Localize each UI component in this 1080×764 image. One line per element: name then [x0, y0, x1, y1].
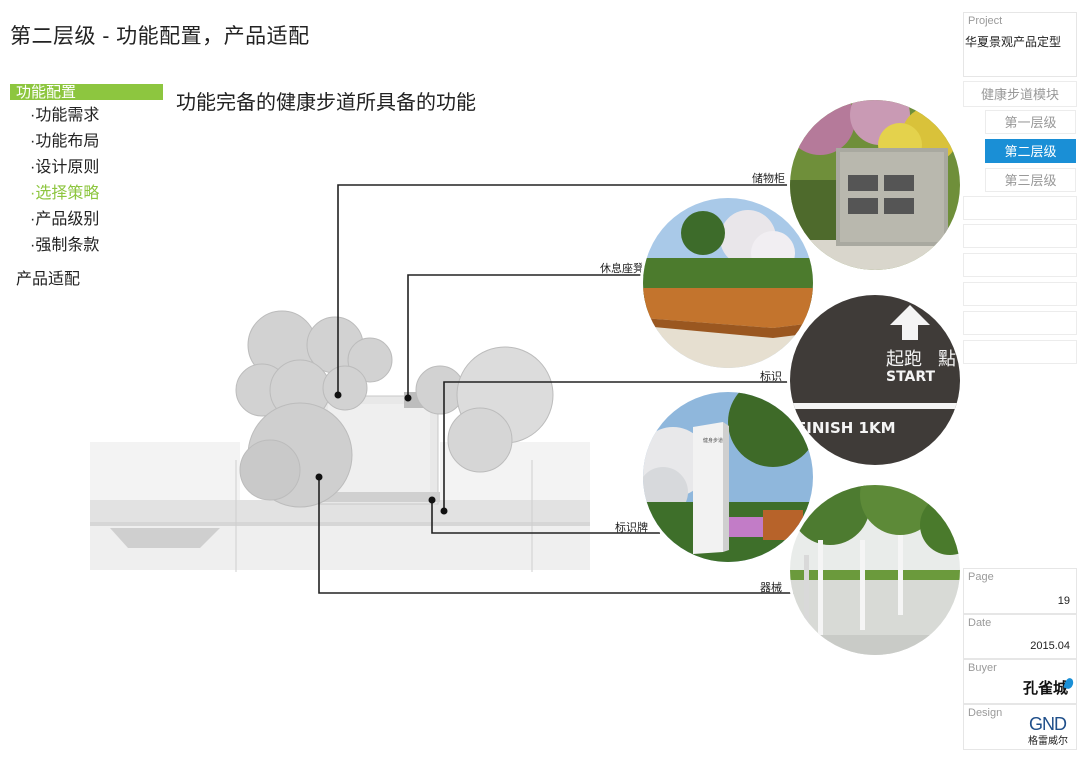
- photo-ground-marker: 起跑 點 START FINISH 1KM: [790, 295, 960, 465]
- nav-item-product-level[interactable]: ·产品级别: [30, 211, 100, 228]
- marker-text-start-cn-cut: 點: [938, 349, 956, 370]
- project-label: Project: [968, 15, 1003, 27]
- callout-equipment: 器械: [760, 582, 782, 594]
- callout-storage-locker: 储物柜: [752, 173, 785, 185]
- design-logo: GND: [1029, 714, 1067, 734]
- project-value: 华夏景观产品定型: [965, 35, 1062, 49]
- nav-head-function-config[interactable]: 功能配置: [10, 84, 163, 101]
- photo-rest-bench: [643, 198, 813, 368]
- buyer-label: Buyer: [968, 662, 997, 674]
- sidebar-design-cell: Design GND 格雷威尔: [963, 704, 1077, 750]
- level-second[interactable]: 第二层级: [985, 139, 1076, 163]
- level-first[interactable]: 第一层级: [985, 110, 1076, 134]
- level-third[interactable]: 第三层级: [985, 168, 1076, 192]
- left-nav: 功能配置 ·功能需求 ·功能布局 ·设计原则 ·选择策略 ·产品级别 ·强制条款…: [10, 84, 165, 289]
- ground-strip: [90, 442, 590, 572]
- sidebar-buyer-cell: Buyer 孔雀城: [963, 659, 1077, 704]
- sidebar-blank-row: [963, 224, 1077, 248]
- leader-dots: [315, 391, 448, 515]
- photo-fitness-equipment: [790, 485, 960, 655]
- date-label: Date: [968, 617, 992, 629]
- date-value: 2015.04: [1030, 640, 1070, 652]
- callout-marker: 标识: [760, 371, 782, 383]
- leader-lines: [318, 184, 800, 594]
- sidebar-blank-row: [963, 340, 1077, 364]
- sidebar-page-cell: Page 19: [963, 568, 1077, 614]
- marker-text-finish: FINISH 1KM: [796, 419, 896, 437]
- marker-text-start: START: [886, 369, 936, 385]
- callout-signboard: 标识牌: [615, 522, 648, 534]
- callout-bench: 休息座凳: [600, 263, 644, 275]
- sidebar-project-cell: Project 华夏景观产品定型: [963, 12, 1077, 77]
- nav-item-function-needs[interactable]: ·功能需求: [30, 107, 100, 124]
- nav-item-mandatory-clauses[interactable]: ·强制条款: [30, 237, 100, 254]
- buyer-logo: 孔雀城: [1022, 680, 1068, 697]
- design-label: Design: [968, 707, 1003, 719]
- tree-canopies: [235, 310, 554, 508]
- sidebar-blank-row: [963, 196, 1077, 220]
- plan-drawing: [90, 184, 800, 594]
- nav-section-product-adaptation[interactable]: 产品适配: [16, 271, 81, 288]
- page-number: 19: [1057, 595, 1070, 607]
- sidebar-blank-row: [963, 253, 1077, 277]
- sidebar-blank-row: [963, 282, 1077, 306]
- sidebar-date-cell: Date 2015.04: [963, 614, 1077, 659]
- signboard-text: 健身步道: [703, 437, 723, 444]
- design-logo-sub: 格雷威尔: [1028, 736, 1068, 747]
- nav-item-design-principles[interactable]: ·设计原则: [30, 159, 100, 176]
- marker-text-start-cn: 起跑: [886, 349, 922, 370]
- sidebar-blank-row: [963, 311, 1077, 335]
- module-health-trail[interactable]: 健康步道模块: [963, 81, 1077, 107]
- nav-item-selection-strategy[interactable]: ·选择策略: [30, 185, 100, 202]
- photo-signboard: 健身步道: [643, 392, 813, 562]
- nav-item-function-layout[interactable]: ·功能布局: [30, 133, 100, 150]
- page-title: 第二层级 - 功能配置，产品适配: [10, 25, 310, 48]
- photo-storage-locker: [790, 100, 960, 270]
- page-label: Page: [968, 571, 994, 583]
- main-heading: 功能完备的健康步道所具备的功能: [176, 92, 476, 114]
